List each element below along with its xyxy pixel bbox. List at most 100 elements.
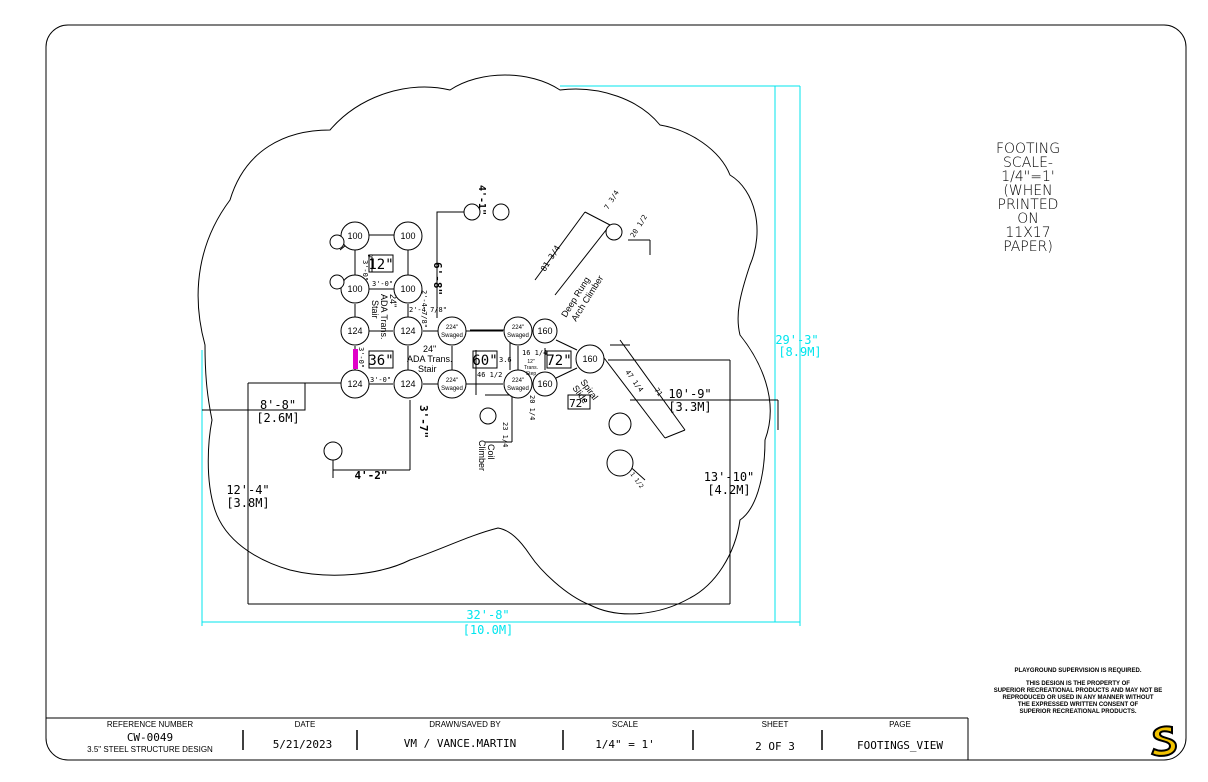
dim-label: 9"	[366, 254, 373, 261]
footing-small	[606, 449, 634, 477]
post-number: 160	[537, 326, 552, 336]
page-value: FOOTINGS_VIEW	[856, 739, 944, 752]
component-label: Climber	[477, 440, 487, 471]
footing-post	[393, 316, 423, 346]
dim-label: 8'-8"	[260, 398, 296, 412]
dim-label: 4'-1"	[476, 185, 487, 215]
component-label: 24"	[423, 344, 436, 354]
component-label: Trans.	[524, 365, 538, 371]
swaged-post-label: Swaged	[441, 386, 463, 392]
scale-note: FOOTING SCALE- 1/4"=1' (WHEN PRINTED ON …	[978, 142, 1078, 254]
post-number: 124	[400, 326, 415, 336]
dim-label: 1 1/2	[628, 471, 645, 490]
component-label: Step	[526, 371, 537, 377]
sheet-label: SHEET	[761, 720, 789, 729]
component-label: Stair	[370, 300, 380, 319]
property-note-line: REPRODUCED OR USED IN ANY MANNER WITHOUT	[1002, 695, 1154, 701]
scale-note-line: (WHEN	[1003, 183, 1053, 199]
scale-label: SCALE	[611, 720, 639, 729]
company-logo	[1150, 725, 1178, 757]
post-number: 160	[537, 379, 552, 389]
footings	[323, 203, 634, 477]
footing-small	[492, 203, 510, 221]
component-label: 12"	[527, 359, 535, 365]
swaged-post-label: Swaged	[507, 386, 529, 392]
deck-height-72b: 72"	[569, 397, 589, 410]
dim-label: 20 1/2	[629, 213, 649, 239]
component-label: ADA Trans.	[407, 354, 453, 364]
scale-note-line: FOOTING	[995, 141, 1061, 157]
drawn-by-value: VM / VANCE.MARTIN	[403, 737, 517, 750]
dim-label: 20 1/4	[528, 395, 536, 420]
use-zone-outline	[197, 74, 771, 615]
reference-number-label: REFERENCE NUMBER	[106, 720, 194, 729]
dim-label: 10'-9"	[668, 387, 711, 401]
date-value: 5/21/2023	[272, 738, 333, 751]
component-label: Coil	[486, 444, 496, 460]
property-note-line: THE EXPRESSED WRITTEN CONSENT OF	[1017, 702, 1139, 708]
component-label: ADA Trans.	[379, 294, 389, 340]
dim-label: 16 1/4	[522, 349, 547, 357]
dim-label: 3'-0"	[370, 376, 391, 384]
dim-label: 71	[652, 386, 663, 398]
dim-label: 46 1/2	[477, 371, 502, 379]
footing-small	[463, 203, 481, 221]
footing-post	[340, 369, 370, 399]
footing-post	[393, 274, 423, 304]
post-number: 124	[347, 326, 362, 336]
dim-label: [2.6M]	[256, 411, 299, 425]
footing-post	[575, 344, 605, 374]
dim-label: 12'-4"	[226, 483, 269, 497]
deck-height-36: 36"	[368, 353, 393, 369]
swaged-post-label: 224"	[512, 325, 524, 331]
scale-note-line: SCALE-	[1003, 155, 1053, 171]
footing-post	[393, 221, 423, 251]
footing-post	[503, 369, 533, 399]
post-number: 100	[400, 231, 415, 241]
dim-label: 7 3/4	[603, 189, 621, 211]
footing-post	[437, 369, 467, 399]
deck-structure	[339, 234, 578, 396]
overall-height-dim: 29'-3"	[775, 333, 818, 347]
overall-width-metric: [10.0M]	[463, 623, 514, 637]
sheet-value: 2 OF 3	[755, 740, 795, 753]
footing-small	[605, 223, 623, 241]
dim-label: 6'-8"	[431, 262, 444, 295]
swaged-post-label: Swaged	[441, 333, 463, 339]
deck-height-60: 60"	[472, 353, 497, 369]
disclaimer-notes: PLAYGROUND SUPERVISION IS REQUIRED. THIS…	[968, 668, 1188, 716]
footing-small	[329, 234, 345, 250]
footing-small	[479, 407, 497, 425]
dim-label: 3'-0"	[361, 260, 369, 281]
footing-post	[503, 316, 533, 346]
overall-dimensions	[201, 85, 801, 626]
component-label: Stair	[418, 364, 437, 374]
deck-height-12: 12"	[368, 257, 393, 273]
dim-label: 3'-7"	[417, 405, 430, 438]
height-boxes	[368, 254, 591, 410]
page-label: PAGE	[889, 720, 911, 729]
scale-note-line: PAPER)	[1003, 239, 1053, 255]
swaged-post-label: 224"	[512, 378, 524, 384]
footing-post	[393, 369, 423, 399]
supervision-note: PLAYGROUND SUPERVISION IS REQUIRED.	[1014, 668, 1142, 674]
dim-label: 3'-0"	[372, 280, 393, 288]
swaged-post-label: Swaged	[507, 333, 529, 339]
swaged-post-label: 224"	[446, 325, 458, 331]
scale-note-line: 11X17	[1005, 225, 1051, 241]
footing-post	[437, 316, 467, 346]
scale-note-line: PRINTED	[997, 197, 1059, 213]
scale-note-line: ON	[1017, 211, 1039, 227]
reference-number: CW-0049	[126, 731, 174, 744]
post-number: 124	[400, 379, 415, 389]
dim-label: [3.8M]	[226, 496, 269, 510]
footing-small	[608, 412, 632, 436]
sheet-border	[45, 24, 1187, 761]
property-note-line: SUPERIOR RECREATIONAL PRODUCTS AND MAY N…	[993, 688, 1163, 694]
highlight-marker	[353, 349, 358, 369]
dim-label: [3.3M]	[668, 400, 711, 414]
dim-label: 3.6	[499, 356, 512, 364]
footing-small	[329, 274, 345, 290]
dim-label: 2'-4 7/8"	[420, 290, 428, 328]
deck-height-72: 72"	[546, 353, 571, 369]
